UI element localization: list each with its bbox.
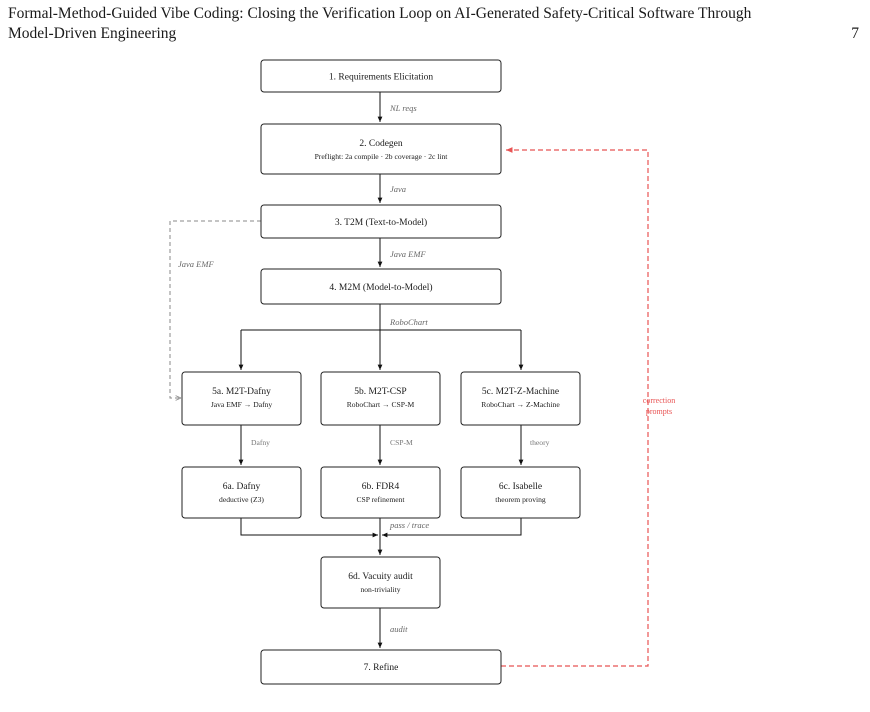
edge-6a-to-merge (240, 518, 378, 538)
edge-label-java: Java (390, 184, 406, 194)
node-m2t-dafny: 5a. M2T-Dafny Java EMF → Dafny (181, 371, 302, 426)
svg-text:Preflight: 2a compile · 2b cov: Preflight: 2a compile · 2b coverage · 2c… (315, 152, 449, 161)
node-m2t-csp: 5b. M2T-CSP RoboChart → CSP-M (320, 371, 441, 426)
svg-text:5a. M2T-Dafny: 5a. M2T-Dafny (212, 386, 271, 397)
svg-text:6c. Isabelle: 6c. Isabelle (499, 482, 542, 492)
paper-title-line-1: Formal-Method-Guided Vibe Coding: Closin… (8, 5, 752, 22)
edge-label-csp-m: CSP-M (390, 438, 413, 447)
feedback-edge-7-to-2 (501, 147, 649, 667)
svg-text:deductive (Z3): deductive (Z3) (219, 495, 264, 504)
edge-6c-to-merge (382, 518, 522, 538)
svg-text:7. Refine: 7. Refine (364, 662, 399, 673)
feedback-label-line1: correction (643, 396, 675, 405)
node-dafny: 6a. Dafny deductive (Z3) (181, 466, 302, 519)
diagram-edges (238, 92, 524, 648)
edge-label-java-emf: Java EMF (390, 249, 426, 259)
node-m2t-z-machine: 5c. M2T-Z-Machine RoboChart → Z-Machine (460, 371, 581, 426)
svg-text:6d. Vacuity audit: 6d. Vacuity audit (348, 572, 413, 582)
edge-label-theory: theory (530, 438, 550, 447)
node-t2m: 3. T2M (Text-to-Model) (260, 204, 502, 239)
svg-text:6a. Dafny: 6a. Dafny (223, 481, 261, 492)
svg-text:6b. FDR4: 6b. FDR4 (362, 482, 400, 492)
svg-text:3. T2M (Text-to-Model): 3. T2M (Text-to-Model) (335, 217, 427, 228)
svg-text:5b. M2T-CSP: 5b. M2T-CSP (354, 387, 406, 397)
node-requirements: 1. Requirements Elicitation (260, 59, 502, 93)
svg-text:2. Codegen: 2. Codegen (359, 139, 403, 149)
node-vacuity-audit: 6d. Vacuity audit non-triviality (320, 556, 441, 609)
edge-label-audit: audit (390, 624, 408, 634)
svg-text:CSP refinement: CSP refinement (356, 495, 405, 504)
svg-text:5c. M2T-Z-Machine: 5c. M2T-Z-Machine (482, 387, 559, 397)
running-header: Formal-Method-Guided Vibe Coding: Closin… (8, 4, 868, 44)
svg-text:non-triviality: non-triviality (360, 585, 400, 594)
node-refine: 7. Refine (260, 649, 502, 685)
svg-text:theorem proving: theorem proving (495, 495, 546, 504)
edge-label-nl-reqs: NL reqs (389, 103, 417, 113)
node-m2m: 4. M2M (Model-to-Model) (260, 268, 502, 305)
edge-label-dafny: Dafny (251, 438, 270, 447)
feedback-label-line2: prompts (646, 407, 672, 416)
svg-text:1. Requirements Elicitation: 1. Requirements Elicitation (329, 73, 433, 83)
node-isabelle: 6c. Isabelle theorem proving (460, 466, 581, 519)
svg-text:RoboChart → Z-Machine: RoboChart → Z-Machine (481, 400, 560, 409)
edge-3-to-5a-dashed (169, 220, 261, 398)
page-number: 7 (851, 25, 859, 42)
edge-label-robochart: RoboChart (389, 317, 428, 327)
node-fdr4: 6b. FDR4 CSP refinement (320, 466, 441, 519)
node-codegen: 2. Codegen Preflight: 2a compile · 2b co… (260, 123, 502, 175)
edge-label-java-emf-side: Java EMF (178, 259, 214, 269)
paper-title-line-2: Model-Driven Engineering (8, 25, 177, 42)
svg-text:Java EMF → Dafny: Java EMF → Dafny (211, 400, 273, 409)
svg-text:RoboChart → CSP-M: RoboChart → CSP-M (347, 400, 415, 409)
edge-label-pass-trace: pass / trace (389, 520, 429, 530)
svg-text:4. M2M (Model-to-Model): 4. M2M (Model-to-Model) (329, 282, 432, 293)
